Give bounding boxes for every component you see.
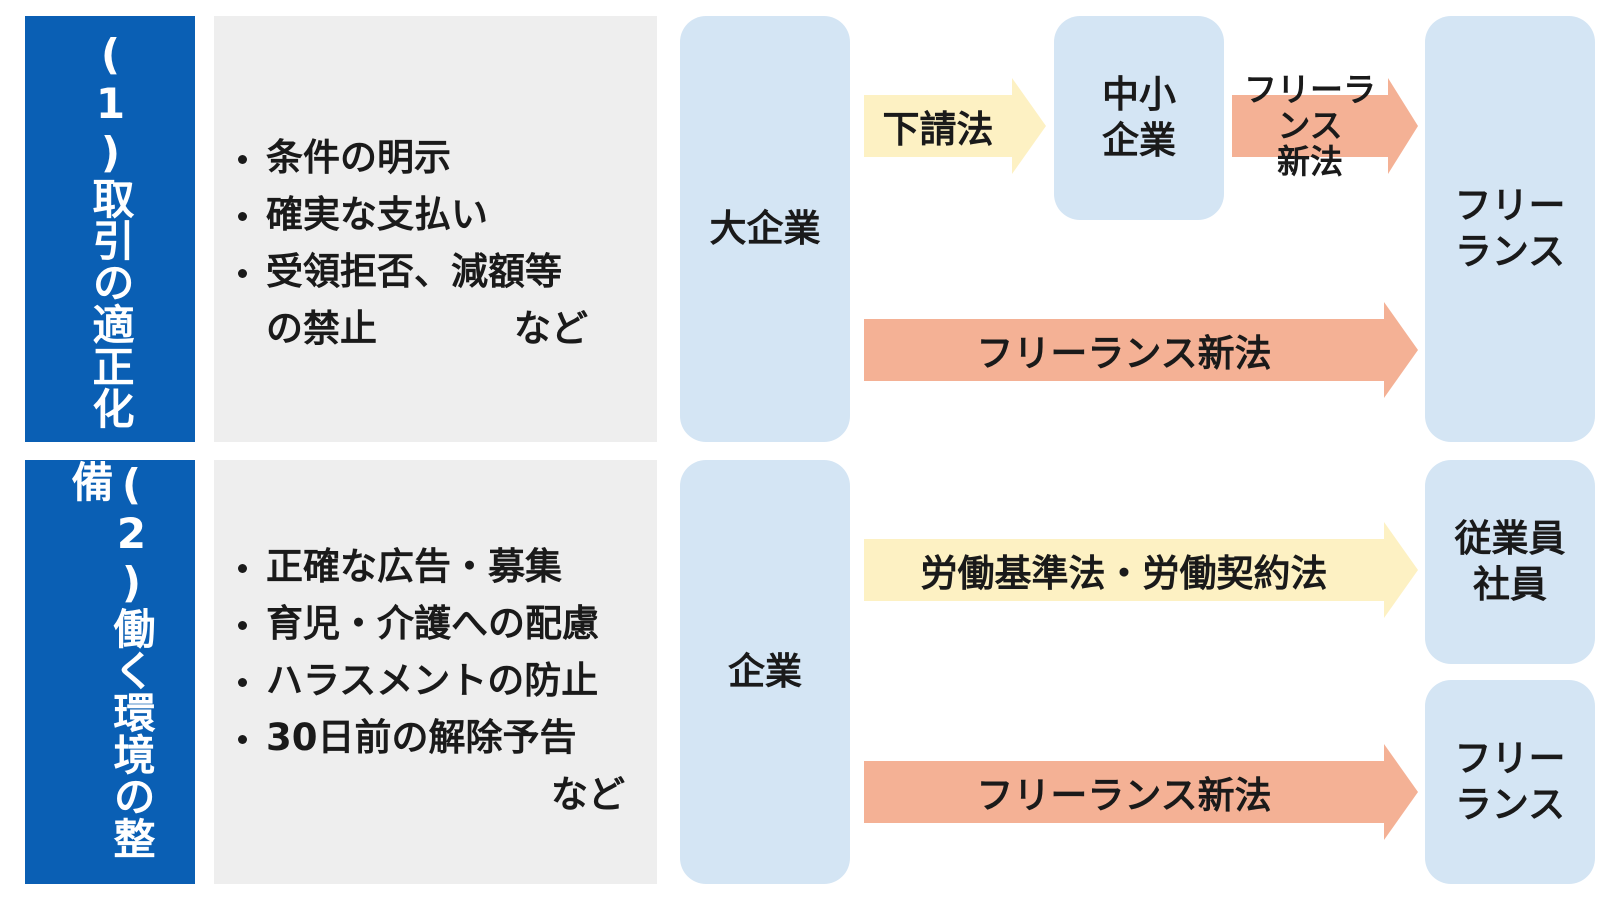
etc-label: など [551, 773, 625, 816]
bullet-continuation: の禁止 など [214, 300, 657, 357]
freelancer-label: フリー ランス [1454, 183, 1566, 273]
freelancer-label: フリー ランス [1454, 736, 1566, 826]
bullet-item: 受領拒否、減額等 [214, 243, 657, 300]
subcontract-act-arrow: 下請法 [864, 78, 1046, 174]
freelancer-box-2: フリー ランス [1425, 680, 1595, 884]
freelance-act-arrow-2: フリーランス新法 [864, 744, 1418, 840]
section-1-title: (1)取引の適正化 [86, 29, 135, 429]
freelance-act-label: フリーランス新法 [864, 761, 1384, 823]
freelance-act-arrow-1: フリーランス新法 [864, 302, 1418, 398]
section-2-bullet-list: 正確な広告・募集 育児・介護への配慮 ハラスメントの防止 30日前の解除予告 [214, 538, 657, 766]
bullet-item: 育児・介護への配慮 [214, 595, 657, 652]
sme-label: 中小 企業 [1102, 72, 1176, 162]
section-1-requirements-panel: 条件の明示 確実な支払い 受領拒否、減額等 の禁止 など [214, 16, 657, 442]
bullet-item: 30日前の解除予告 [214, 709, 657, 766]
labor-law-arrow: 労働基準法・労働契約法 [864, 522, 1418, 618]
freelance-act-short-arrow: フリーランス 新法 [1232, 71, 1418, 180]
bullet-item: 確実な支払い [214, 186, 657, 243]
arrow-head-icon [1384, 302, 1418, 398]
etc-label: など [514, 307, 588, 350]
subcontract-act-label: 下請法 [864, 95, 1012, 157]
arrow-head-icon [1012, 78, 1046, 174]
bullet-continuation-text: の禁止 [266, 307, 377, 350]
section-2-label: (2)働く環境の整備 [25, 460, 195, 884]
freelancer-box-1: フリー ランス [1425, 16, 1595, 442]
arrow-head-icon [1384, 744, 1418, 840]
freelance-act-label: フリーランス新法 [864, 319, 1384, 381]
company-label: 企業 [728, 649, 802, 693]
section-1-label: (1)取引の適正化 [25, 16, 195, 442]
bullet-item: 条件の明示 [214, 129, 657, 186]
sme-box: 中小 企業 [1054, 16, 1224, 220]
bullet-item: 正確な広告・募集 [214, 538, 657, 595]
company-box: 企業 [680, 460, 850, 884]
section-2-title: (2)働く環境の整備 [65, 460, 156, 859]
arrow-head-icon [1388, 78, 1418, 174]
section-2-requirements-panel: 正確な広告・募集 育児・介護への配慮 ハラスメントの防止 30日前の解除予告 な… [214, 460, 657, 884]
arrow-head-icon [1384, 522, 1418, 618]
freelance-act-short-label: フリーランス 新法 [1232, 71, 1388, 180]
etc-row: など [214, 766, 657, 823]
large-company-box: 大企業 [680, 16, 850, 442]
section-1-bullet-list: 条件の明示 確実な支払い 受領拒否、減額等 [214, 129, 657, 300]
large-company-label: 大企業 [709, 206, 821, 250]
employee-label: 従業員 社員 [1454, 516, 1566, 606]
employee-box: 従業員 社員 [1425, 460, 1595, 664]
labor-law-label: 労働基準法・労働契約法 [864, 539, 1384, 601]
bullet-item: ハラスメントの防止 [214, 652, 657, 709]
